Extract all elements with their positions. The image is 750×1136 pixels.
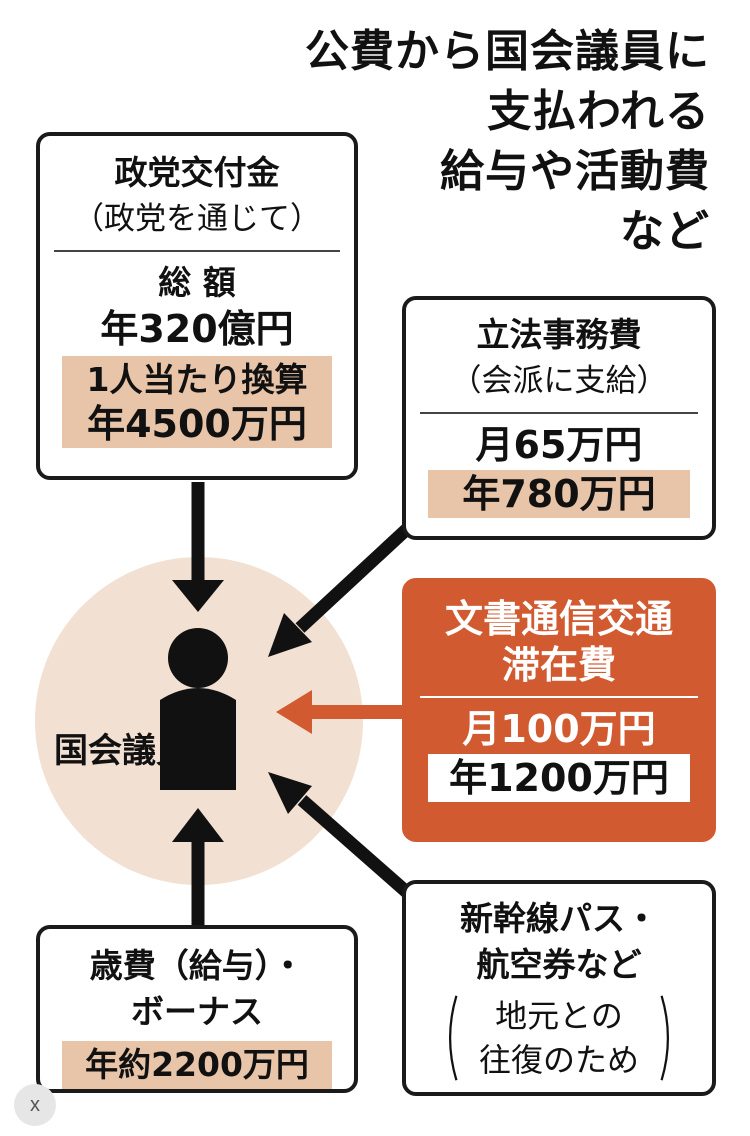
title-line-2: 支払われる: [487, 86, 710, 137]
document-expense-yearly-band: 年1200万円: [428, 754, 690, 802]
title-line-1: 公費から国会議員に: [305, 26, 710, 77]
salary-name-1: 歳費（給与）・: [89, 946, 305, 985]
party-grant-per-person: 1人当たり換算 年4500万円: [62, 356, 332, 448]
legislative-expense-monthly: 月65万円: [475, 423, 643, 467]
party-grant-box: 政党交付金 （政党を通じて） 総 額 年320億円 1人当たり換算 年4500万…: [36, 132, 358, 480]
transport-pass-name-1: 新幹線パス・: [460, 899, 658, 938]
legislative-expense-box: 立法事務費 （会派に支給） 月65万円 年780万円: [402, 296, 716, 540]
divider: [54, 250, 340, 252]
legislative-expense-yearly-band: 年780万円: [428, 470, 690, 518]
legislative-expense-yearly: 年780万円: [462, 472, 656, 516]
right-paren-icon: [660, 995, 670, 1081]
arrow-legislative: [295, 523, 413, 633]
party-grant-name: 政党交付金: [114, 153, 280, 192]
transport-pass-note: 地元との 往復のため: [442, 994, 676, 1082]
document-expense-name-2: 滞在費: [501, 643, 616, 687]
party-grant-total-label: 総 額: [158, 263, 236, 302]
person-icon: [160, 628, 236, 790]
title-line-3: 給与や活動費: [440, 146, 710, 197]
divider: [420, 696, 698, 698]
transport-pass-note-2: 往復のため: [478, 1041, 639, 1079]
divider: [420, 412, 698, 414]
party-grant-total-value: 年320億円: [100, 307, 294, 351]
legislative-expense-note: （会派に支給）: [450, 363, 668, 399]
document-expense-yearly: 年1200万円: [449, 756, 669, 800]
party-grant-per-person-label: 1人当たり換算: [86, 360, 308, 399]
title-line-4: など: [620, 206, 710, 257]
salary-yearly-band: 年約2200万円: [62, 1041, 332, 1089]
document-expense-name-1: 文書通信交通: [444, 597, 673, 641]
salary-name-2: ボーナス: [131, 992, 263, 1031]
salary-box: 歳費（給与）・ ボーナス 年約2200万円: [36, 925, 358, 1093]
page-title: 公費から国会議員に 支払われる 給与や活動費 など: [305, 22, 710, 262]
center-label: 国会議員: [54, 731, 190, 771]
party-grant-per-person-value: 年4500万円: [87, 402, 307, 446]
party-grant-note: （政党を通じて）: [73, 201, 321, 237]
arrow-transport: [297, 795, 415, 900]
transport-pass-box: 新幹線パス・ 航空券など 地元との 往復のため: [402, 880, 716, 1096]
transport-pass-note-1: 地元との: [495, 997, 623, 1035]
left-paren-icon: [448, 995, 458, 1081]
document-expense-box: 文書通信交通 滞在費 月100万円 年1200万円: [402, 578, 716, 842]
transport-pass-name-2: 航空券など: [476, 945, 642, 984]
close-button[interactable]: x: [14, 1084, 56, 1126]
salary-yearly: 年約2200万円: [85, 1045, 309, 1084]
legislative-expense-name: 立法事務費: [476, 315, 642, 354]
document-expense-monthly: 月100万円: [462, 707, 656, 751]
